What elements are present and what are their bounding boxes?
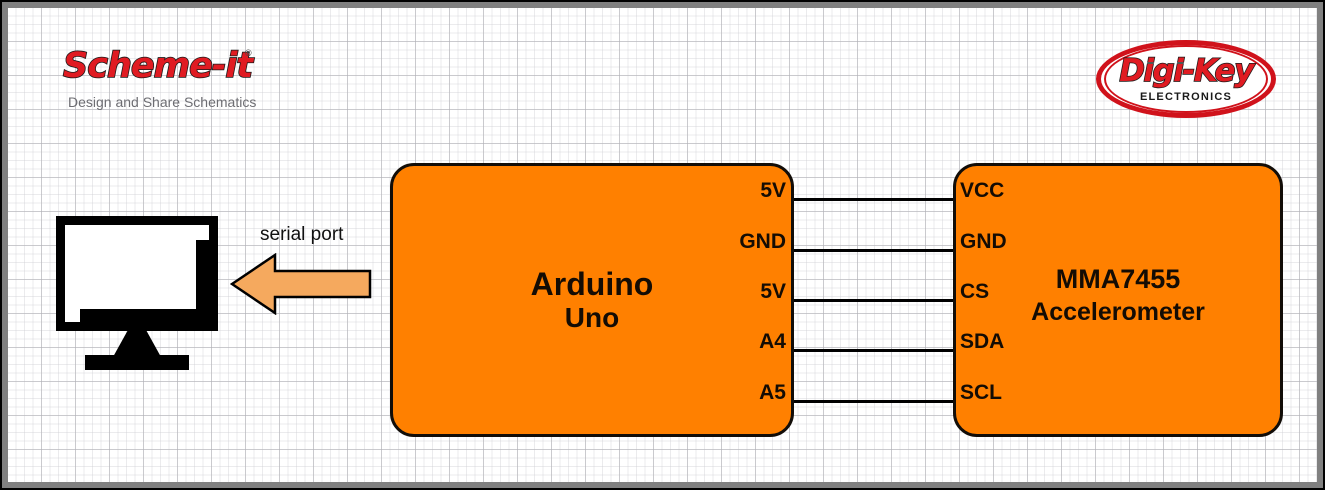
monitor-bezel	[56, 216, 218, 331]
monitor-stand-base	[85, 355, 189, 370]
digikey-ellipse-inner	[1104, 45, 1268, 113]
mma-title-line2: Accelerometer	[1031, 298, 1205, 326]
digikey-subtitle: ELECTRONICS	[1139, 91, 1233, 103]
pin-label-arduino-5: A5	[759, 381, 786, 404]
digikey-wordmark: Digi-Key	[1118, 53, 1255, 89]
block-mma7455-accelerometer[interactable]: MMA7455 Accelerometer	[953, 163, 1283, 437]
wire-5v-cs	[794, 299, 953, 302]
monitor-stand-neck	[113, 331, 161, 357]
grid-sheet: Scheme-it ® Design and Share Schematics …	[8, 8, 1317, 482]
pin-label-mma-3: CS	[960, 280, 990, 303]
digikey-logo: Digi-Key ELECTRONICS	[1096, 40, 1276, 118]
pin-label-mma-2: GND	[960, 230, 1007, 253]
pin-label-arduino-4: A4	[759, 330, 786, 353]
block-arduino-uno[interactable]: Arduino Uno	[390, 163, 794, 437]
wire-a4-sda	[794, 349, 953, 352]
pin-label-arduino-1: 5V	[760, 179, 786, 202]
mma-title-line1: MMA7455	[1055, 264, 1181, 294]
pin-label-arduino-3: 5V	[760, 280, 786, 303]
serial-port-arrow-icon	[230, 253, 372, 315]
pin-label-mma-1: VCC	[960, 179, 1005, 202]
monitor-screen	[78, 238, 196, 309]
pin-label-mma-4: SDA	[960, 330, 1005, 353]
arduino-title-line2: Uno	[564, 302, 620, 333]
pin-label-arduino-2: GND	[739, 230, 786, 253]
wire-5v-vcc	[794, 198, 953, 201]
schemeit-tagline: Design and Share Schematics	[68, 94, 257, 110]
schemeit-logo: Scheme-it ® Design and Share Schematics	[62, 44, 263, 114]
pin-label-mma-5: SCL	[960, 381, 1002, 404]
serial-port-label: serial port	[260, 224, 344, 245]
arduino-title-line1: Arduino	[530, 266, 654, 302]
computer-monitor-icon	[56, 216, 218, 370]
wire-gnd-gnd	[794, 249, 953, 252]
wire-a5-scl	[794, 400, 953, 403]
schemeit-wordmark: Scheme-it	[62, 45, 254, 87]
schemeit-registered-icon: ®	[245, 48, 252, 58]
